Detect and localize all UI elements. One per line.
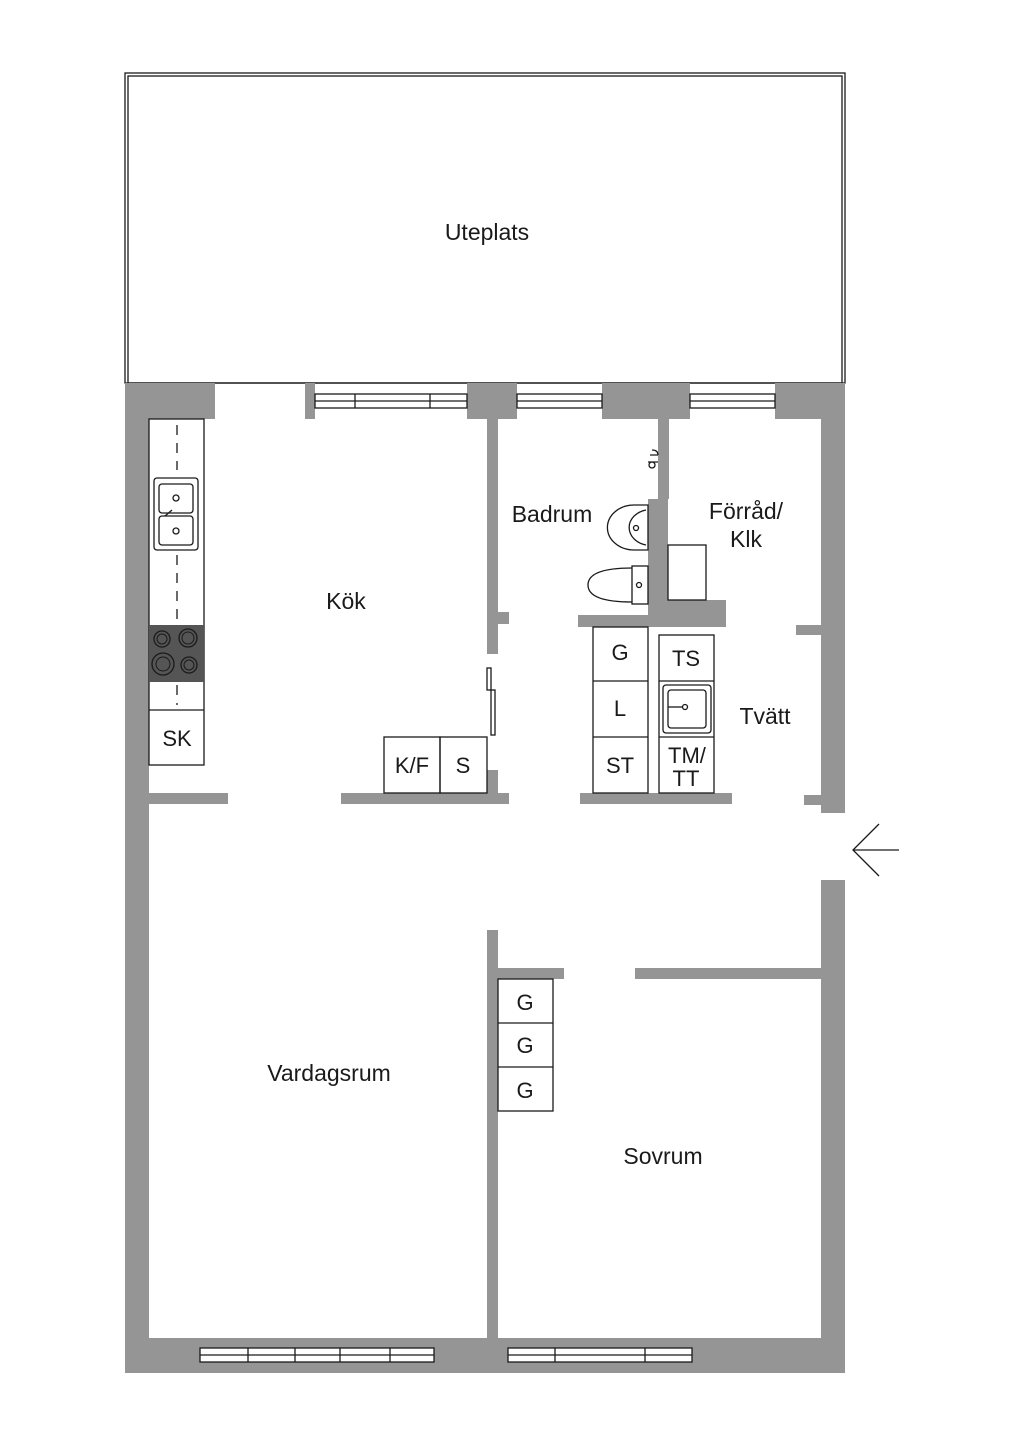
room-label-vardagsrum: Vardagsrum [267, 1060, 391, 1086]
room-label-sovrum: Sovrum [623, 1143, 702, 1169]
room-label-forrad: Förråd/ [709, 498, 784, 524]
room-label-badrum: Badrum [512, 501, 593, 527]
room-label-tvatt: Tvätt [739, 703, 791, 729]
window-storage [689, 393, 776, 409]
fixture-label-st: ST [606, 753, 634, 778]
window-bedroom [507, 1347, 693, 1363]
sliding-door [486, 667, 496, 736]
toilet-icon [587, 565, 649, 605]
fixture-label-g-bath: G [611, 640, 628, 665]
entrance-arrow-icon [852, 823, 899, 877]
kitchen-sink-icon [153, 477, 199, 551]
washbasin-icon [606, 504, 649, 551]
fixture-label-kf: K/F [395, 753, 429, 778]
room-label-uteplats: Uteplats [445, 219, 529, 245]
fixture-label-s: S [456, 753, 471, 778]
fixture-label-sk: SK [162, 726, 192, 751]
fixture-label-l: L [614, 696, 626, 721]
bath-cabinets [592, 626, 649, 794]
fixture-label-g2: G [516, 1033, 533, 1058]
storage-shelf [667, 544, 707, 601]
window-bathroom [516, 393, 603, 409]
laundry-column [658, 634, 715, 794]
walls [125, 383, 845, 1373]
room-label-klk: Klk [730, 526, 762, 552]
fixture-label-tm: TM/ [668, 743, 707, 768]
fixture-label-g3: G [516, 1078, 533, 1103]
windows [199, 393, 776, 1363]
window-kitchen [314, 393, 468, 409]
laundry-sink-icon [662, 684, 712, 734]
fridge-freezer-cabinet [383, 736, 488, 794]
shower-tap-icon [648, 449, 659, 469]
room-label-kok: Kök [326, 588, 366, 614]
fixture-label-ts: TS [672, 646, 700, 671]
wardrobes [497, 978, 554, 1112]
stove-icon [149, 625, 204, 682]
fixture-label-g1: G [516, 990, 533, 1015]
window-living-room [199, 1347, 435, 1363]
kitchen-counter [148, 418, 205, 766]
fixture-label-tt: TT [673, 766, 700, 791]
